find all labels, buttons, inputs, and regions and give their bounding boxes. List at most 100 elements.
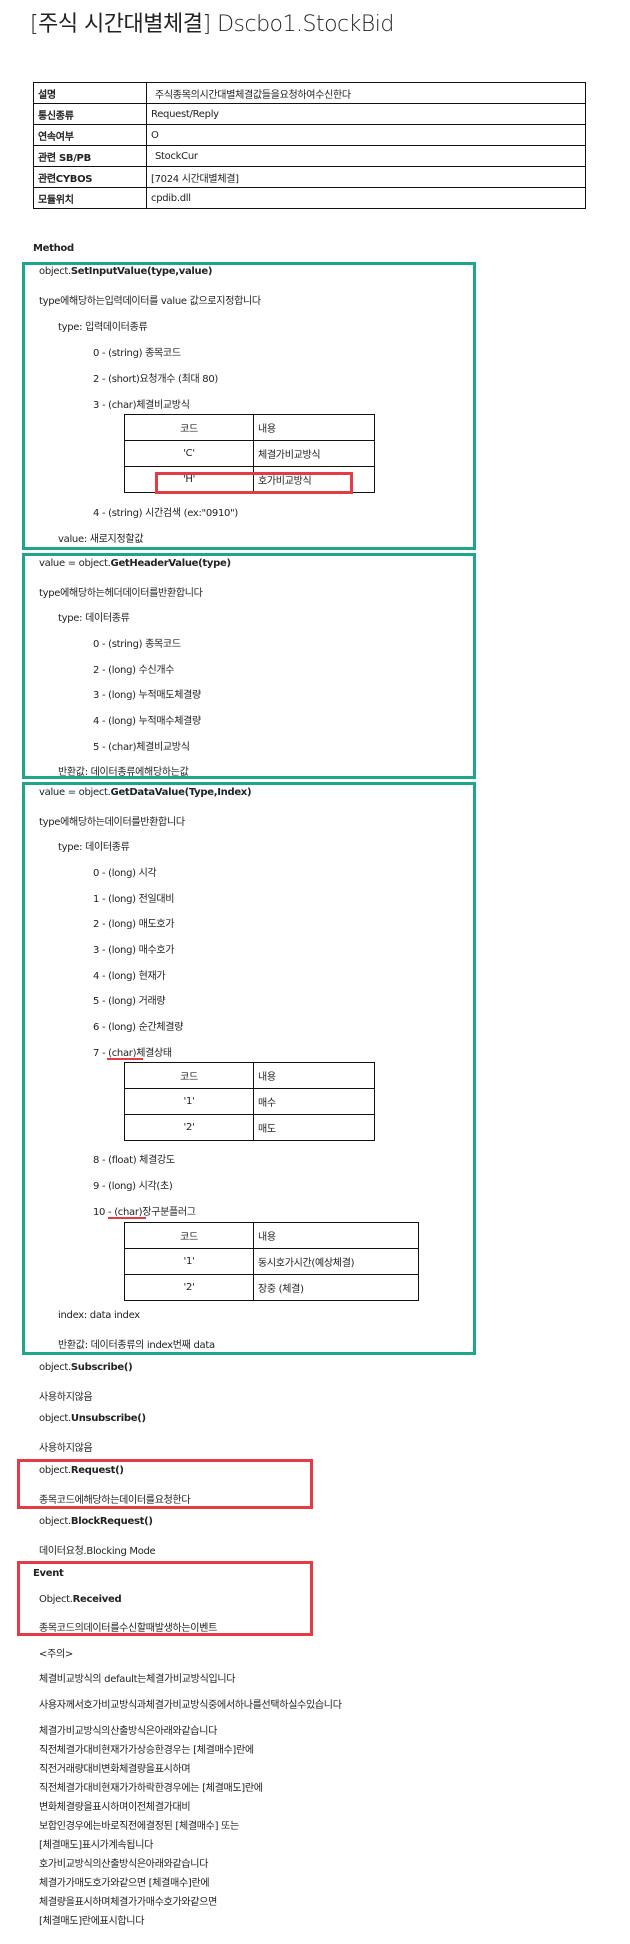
method-prefix: value = object. (39, 787, 111, 798)
set-input-value-label: value: 새로지정할값 (58, 534, 144, 545)
get-header-signature: value = object.GetHeaderValue(type) (39, 558, 231, 569)
table-row: 'H'호가비교방식 (124, 466, 375, 493)
underline-char (107, 1058, 143, 1060)
note-line: 직전체결가대비현재가가상승한경우는 [체결매수]란에 (39, 1745, 254, 1756)
table-cell-content: 동시호가시간(예상체결) (253, 1248, 419, 1275)
note-line: 체결량을표시하며체결가가매수호가와같으면 (39, 1897, 218, 1908)
get-data-box (22, 782, 476, 1355)
note-line: 체결비교방식의 default는체결가비교방식입니다 (39, 1674, 236, 1685)
method-prefix: value = object. (39, 558, 111, 569)
get-data-desc: type에해당하는데이터를반환합니다 (39, 817, 185, 828)
get-data-item: 4 - (long) 현재가 (93, 971, 166, 982)
get-data-signature: value = object.GetDataValue(Type,Index) (39, 787, 252, 798)
get-data-item: 6 - (long) 순간체결량 (93, 1022, 184, 1033)
note-line: 체결가비교방식의산출방식은아래와같습니다 (39, 1726, 218, 1737)
method-prefix: object. (39, 266, 71, 277)
subscribe-signature: object.Subscribe() (39, 1362, 133, 1373)
info-key: 관련 SB/PB (33, 145, 147, 167)
page-title: [주식 시간대별체결] Dscbo1.StockBid (30, 12, 394, 37)
request-desc: 종목코드에해당하는데이터를요청한다 (39, 1495, 191, 1506)
get-header-item: 3 - (long) 누적매도체결량 (93, 690, 201, 701)
info-value: StockCur (146, 145, 586, 167)
get-header-desc: type에해당하는헤더데이터를반환합니다 (39, 588, 203, 599)
get-data-index-label: index: data index (58, 1310, 140, 1321)
table-cell-content: 장중 (체결) (253, 1274, 419, 1301)
method-name: SetInputValue(type,value) (70, 266, 213, 277)
info-key: 통신종류 (33, 103, 147, 125)
get-header-item: 4 - (long) 누적매수체결량 (93, 716, 201, 727)
block-request-desc: 데이터요청.Blocking Mode (39, 1546, 156, 1557)
note-line: 직전거래량대비변화체결량을표시하며 (39, 1764, 191, 1775)
get-data-item: 5 - (long) 거래량 (93, 996, 166, 1007)
table-cell-code: 'C' (124, 440, 254, 467)
method-prefix: object. (39, 1465, 71, 1476)
highlight-box-bid-compare (155, 472, 353, 494)
set-input-item: 2 - (short)요청개수 (최대 80) (93, 374, 219, 385)
subscribe-desc: 사용하지않음 (39, 1392, 93, 1403)
block-request-signature: object.BlockRequest() (39, 1516, 153, 1527)
info-value: 주식종목의시간대별체결값들을요청하여수신한다 (146, 82, 586, 104)
note-line: 보합인경우에는바로직전에결정된 [체결매수] 또는 (39, 1821, 239, 1832)
info-value: Request/Reply (146, 103, 586, 125)
get-data-item: 2 - (long) 매도호가 (93, 919, 175, 930)
get-data-item: 1 - (long) 전일대비 (93, 894, 175, 905)
table-cell-code: '2' (124, 1114, 254, 1141)
set-input-desc: type에해당하는입력데이터를 value 값으로지정합니다 (39, 296, 261, 307)
note-line: 변화체결량을표시하며이전체결가대비 (39, 1802, 191, 1813)
info-key: 모듈위치 (33, 187, 147, 209)
get-data-item: 0 - (long) 시각 (93, 868, 157, 879)
info-value: cpdib.dll (146, 187, 586, 209)
table-row: '1'매수 (124, 1088, 375, 1115)
get-header-item: 0 - (string) 종목코드 (93, 639, 181, 650)
table-row: 'C'체결가비교방식 (124, 440, 375, 467)
table-header-code: 코드 (124, 1062, 254, 1089)
get-data-item: 10 - (char)장구분플러그 (93, 1207, 196, 1218)
table-header-content: 내용 (253, 1222, 419, 1249)
event-desc: 종목코드의데이터를수신할때발생하는이벤트 (39, 1623, 218, 1634)
event-prefix: Object. (39, 1594, 73, 1605)
request-signature: object.Request() (39, 1465, 124, 1476)
get-header-item: 5 - (char)체결비교방식 (93, 742, 190, 753)
notes-heading: <주의> (39, 1649, 73, 1660)
table-cell-code: 'H' (124, 466, 254, 493)
table-header-content: 내용 (253, 1062, 375, 1089)
table-row: '2'매도 (124, 1114, 375, 1141)
method-name: Request() (70, 1465, 124, 1476)
table-cell-content: 매수 (253, 1088, 375, 1115)
get-data-type-label: type: 데이터종류 (58, 842, 130, 853)
set-input-item: 0 - (string) 종목코드 (93, 348, 181, 359)
get-data-item: 3 - (long) 매수호가 (93, 945, 175, 956)
get-header-type-label: type: 데이터종류 (58, 613, 130, 624)
event-highlight-box (17, 1561, 313, 1636)
method-name: GetDataValue(Type,Index) (110, 787, 252, 798)
request-highlight-box (17, 1459, 313, 1509)
table-header-content: 내용 (253, 414, 375, 441)
note-line: [체결매도]란에표시합니다 (39, 1916, 145, 1927)
get-data-item: 8 - (float) 체결강도 (93, 1155, 175, 1166)
set-input-signature: object.SetInputValue(type,value) (39, 266, 212, 277)
set-input-type-label: type: 입력데이터종류 (58, 322, 148, 333)
table-cell-content: 매도 (253, 1114, 375, 1141)
table-header-code: 코드 (124, 414, 254, 441)
info-key: 연속여부 (33, 124, 147, 146)
note-line: 호가비교방식의산출방식은아래와같습니다 (39, 1859, 209, 1870)
note-line: 체결가가매도호가와같으면 [체결매수]란에 (39, 1878, 210, 1889)
method-prefix: object. (39, 1362, 71, 1373)
method-name: Subscribe() (70, 1362, 133, 1373)
unsubscribe-signature: object.Unsubscribe() (39, 1413, 146, 1424)
method-heading: Method (33, 243, 74, 254)
note-line: 직전체결가대비현재가가하락한경우에는 [체결매도]란에 (39, 1783, 263, 1794)
info-value: O (146, 124, 586, 146)
event-heading: Event (33, 1568, 64, 1579)
